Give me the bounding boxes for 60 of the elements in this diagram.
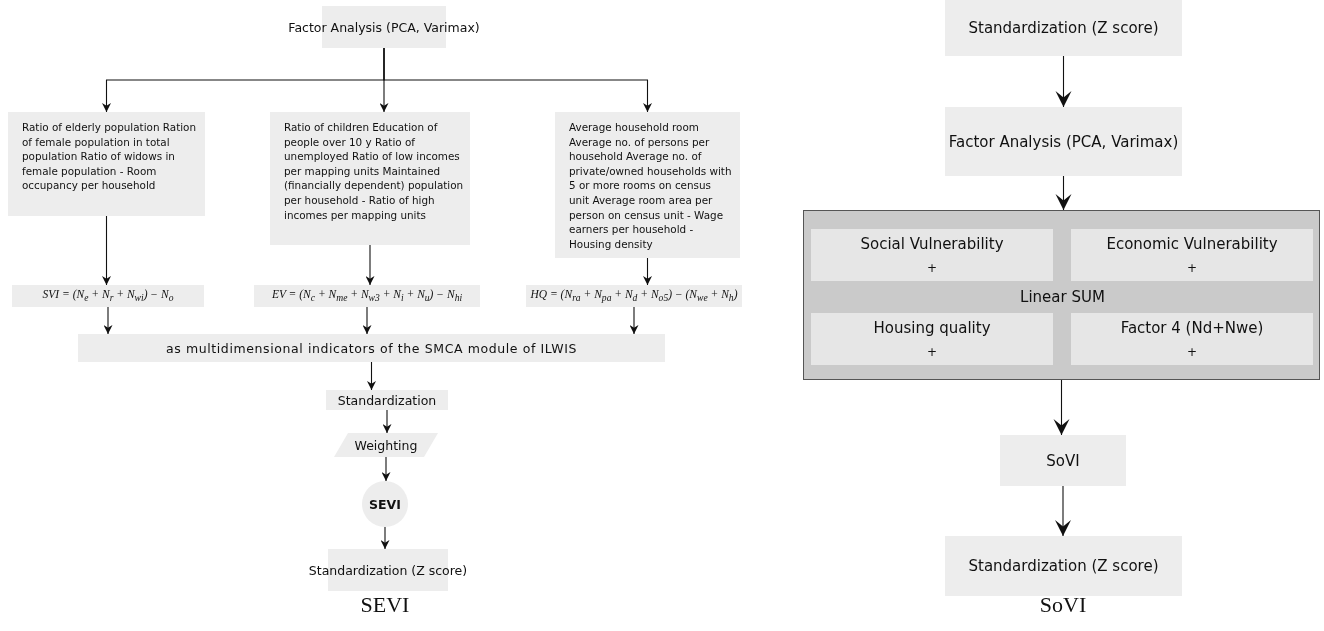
plus-sign: + [926, 345, 938, 359]
group-panel [803, 210, 1320, 380]
arrow [1055, 485, 1071, 537]
arrow [103, 306, 113, 335]
indicator-list-box [270, 112, 470, 245]
diagram-caption: SoVI [1038, 592, 1088, 618]
arrow [102, 215, 111, 286]
plus-sign: + [1186, 261, 1198, 275]
box-text: Factor Analysis (PCA, Varimax) [948, 132, 1179, 151]
box-text: Average household room Average no. of persons per household Average no. of private/owned households with 5 or more rooms on census unit Average room area per person on census unit - Wage earners per household - Housing density [569, 120, 733, 252]
arrow [382, 409, 392, 434]
box-text: SoVI [1046, 451, 1080, 470]
arrow [367, 361, 376, 391]
formula: SVI = (N$_{e}$ + N$_{r}$ + N$_{wi}$) − N$_{o}$ [42, 288, 174, 304]
box-text: Standardization [337, 392, 437, 408]
box-text: SEVI [369, 496, 401, 512]
process-box [945, 107, 1182, 176]
component-box [811, 313, 1053, 365]
circle-node [362, 481, 408, 527]
box-text: Weighting [354, 437, 418, 453]
formula-box [254, 285, 480, 307]
group-title: Linear SUM [1019, 288, 1106, 306]
box-text: Ratio of children Education of people over 10 y Ratio of unemployed Ratio of low incomes per mapping units Maintained (financially dependent) population per household - Ratio of high incomes per mapping units [284, 120, 464, 223]
arrow [383, 47, 652, 113]
plus-sign: + [1186, 345, 1198, 359]
component-box [811, 229, 1053, 281]
plus-sign: + [926, 261, 938, 275]
indicator-list-box [8, 112, 205, 216]
component-box [1071, 229, 1313, 281]
formula: EV = (N$_{c}$ + N$_{me}$ + N$_{w3}$ + N$_{i}$ + N$_{u}$) − N$_{hi}$ [271, 288, 463, 304]
box-text: Ratio of elderly population Ration of female population in total population Ratio of widows in female population - Room occupancy per household [22, 120, 198, 193]
arrow [1055, 175, 1072, 211]
process-box [78, 334, 665, 362]
process-box [1000, 435, 1126, 486]
arrow [381, 456, 391, 482]
formula-box [12, 285, 204, 307]
indicator-list-box [555, 112, 740, 258]
box-text: Standardization (Z score) [968, 19, 1159, 37]
arrow [1055, 55, 1072, 108]
diagram-caption: SEVI [359, 592, 411, 618]
box-text: Economic Vulnerability [1106, 235, 1278, 253]
box-text: as multidimensional indicators of the SMCA module of ILWIS [165, 340, 578, 356]
box-text: Housing quality [873, 319, 991, 337]
formula: HQ = (N$_{ra}$ + N$_{pa}$ + N$_{d}$ + N$_{o5}$) − (N$_{we}$ + N$_{h}$) [530, 288, 738, 304]
process-box [945, 536, 1182, 596]
parallelogram-box [334, 433, 438, 457]
arrow [380, 526, 390, 550]
box-text: Standardization (Z score) [968, 557, 1159, 575]
box-text: Factor Analysis (PCA, Varimax) [288, 19, 480, 35]
arrow [362, 306, 372, 335]
process-box [945, 0, 1182, 56]
arrow [629, 306, 639, 335]
process-box [326, 390, 448, 410]
arrow [1053, 379, 1070, 436]
arrow [643, 257, 652, 286]
component-box [1071, 313, 1313, 365]
box-text: Social Vulnerability [860, 235, 1004, 253]
box-text: Factor 4 (Nd+Nwe) [1120, 319, 1264, 337]
arrow [365, 244, 375, 286]
box-text: Standardization (Z score) [308, 562, 468, 578]
